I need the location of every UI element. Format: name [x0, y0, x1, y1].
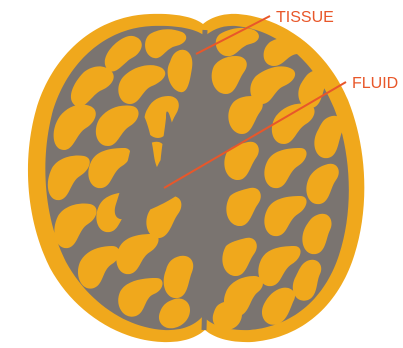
longitudinal-fissure: [203, 30, 205, 330]
tissue-label: TISSUE: [276, 9, 334, 26]
fluid-label: FLUID: [352, 75, 398, 92]
